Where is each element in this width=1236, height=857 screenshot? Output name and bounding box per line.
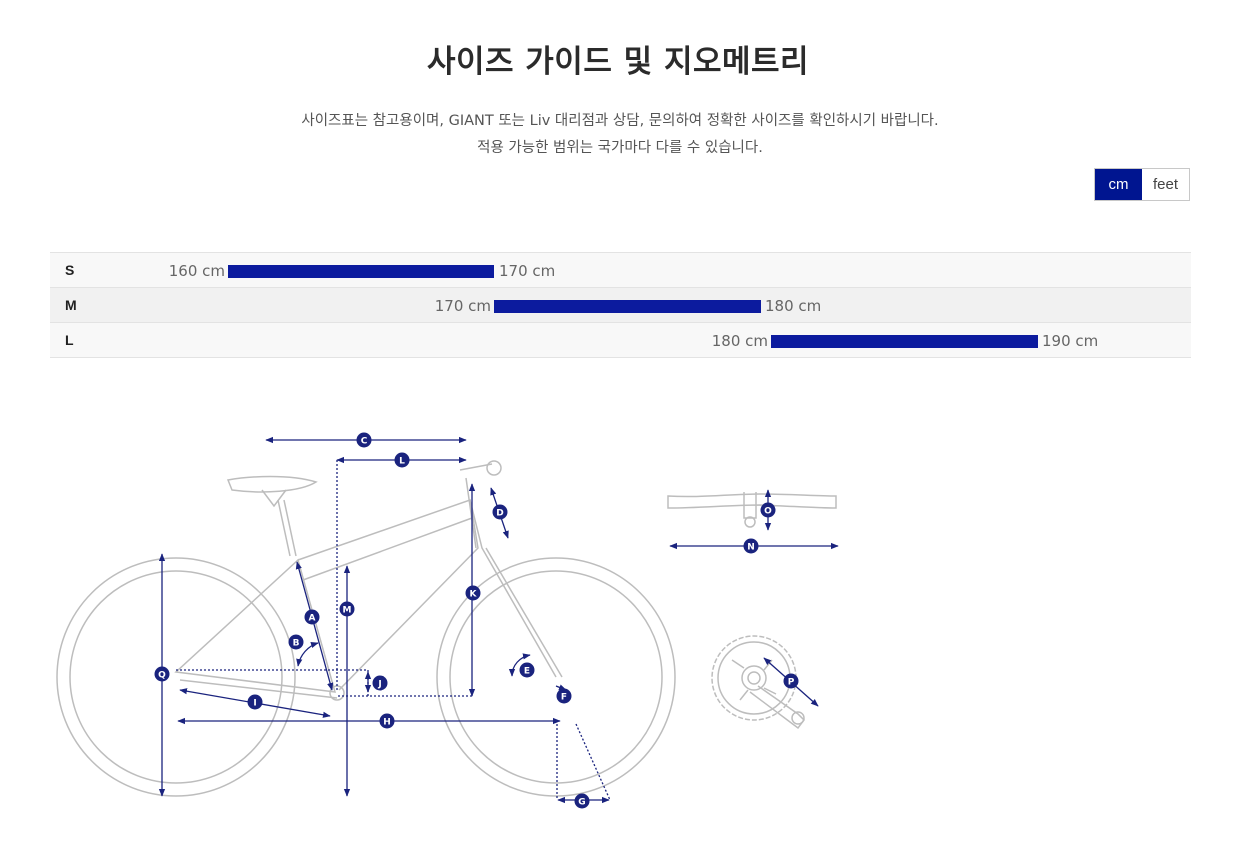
marker-p-text: P	[788, 678, 795, 688]
marker-q-text: Q	[158, 671, 166, 681]
size-label: S	[65, 262, 75, 278]
size-row-s: S 160 cm 170 cm	[50, 253, 1191, 288]
marker-m-text: M	[343, 606, 352, 616]
size-label: L	[65, 332, 74, 348]
page-description: 사이즈표는 참고용이며, GIANT 또는 Liv 대리점과 상담, 문의하여 …	[0, 108, 1236, 162]
marker-g: G	[574, 793, 590, 809]
marker-l-text: L	[399, 457, 405, 467]
range-min-label: 170 cm	[434, 297, 491, 315]
marker-j: J	[372, 675, 388, 691]
size-label: M	[65, 297, 77, 313]
marker-g-text: G	[578, 798, 585, 808]
marker-i: I	[247, 694, 263, 710]
marker-o-text: O	[764, 507, 772, 517]
marker-h: H	[379, 713, 395, 729]
marker-n-text: N	[747, 543, 755, 553]
size-range-bar	[228, 265, 494, 278]
marker-h-text: H	[383, 718, 391, 728]
marker-f: F	[556, 688, 572, 704]
marker-p: P	[783, 673, 799, 689]
page-title: 사이즈 가이드 및 지오메트리	[426, 44, 810, 80]
description-line-2: 적용 가능한 범위는 국가마다 다를 수 있습니다.	[477, 140, 763, 156]
marker-n: N	[743, 538, 759, 554]
marker-d: D	[492, 504, 508, 520]
marker-e: E	[519, 662, 535, 678]
marker-k-text: K	[470, 590, 478, 600]
marker-m: M	[339, 601, 355, 617]
description-line-1: 사이즈표는 참고용이며, GIANT 또는 Liv 대리점과 상담, 문의하여 …	[301, 113, 939, 129]
size-range-bar	[494, 300, 761, 313]
range-max-label: 190 cm	[1042, 332, 1099, 350]
marker-o: O	[760, 502, 776, 518]
marker-l: L	[394, 452, 410, 468]
marker-c-text: C	[361, 437, 368, 447]
marker-k: K	[465, 585, 481, 601]
size-range-chart: S 160 cm 170 cm M 170 cm 180 cm L 180 cm…	[50, 252, 1191, 358]
marker-a: A	[304, 609, 320, 625]
bike-illustration	[56, 460, 676, 797]
marker-a-text: A	[309, 614, 316, 624]
marker-b-text: B	[293, 639, 300, 649]
marker-j-text: J	[377, 680, 381, 690]
unit-feet-button[interactable]: feet	[1142, 169, 1189, 200]
marker-i-text: I	[253, 699, 256, 709]
range-min-label: 180 cm	[711, 332, 768, 350]
unit-toggle: cm feet	[1094, 168, 1190, 201]
handlebar-illustration	[667, 492, 837, 528]
range-max-label: 180 cm	[765, 297, 822, 315]
size-range-bar	[771, 335, 1038, 348]
crank-illustration	[711, 635, 805, 730]
marker-e-text: E	[524, 667, 530, 677]
unit-cm-button[interactable]: cm	[1095, 169, 1142, 200]
marker-f-text: F	[561, 693, 567, 703]
range-max-label: 170 cm	[499, 262, 556, 280]
geometry-markers: A B C D E F G H I J K L M N O P Q	[154, 432, 799, 809]
marker-c: C	[356, 432, 372, 448]
size-row-m: M 170 cm 180 cm	[50, 288, 1191, 323]
marker-b: B	[288, 634, 304, 650]
size-row-l: L 180 cm 190 cm	[50, 323, 1191, 358]
range-min-label: 160 cm	[168, 262, 225, 280]
marker-d-text: D	[496, 509, 503, 519]
marker-q: Q	[154, 666, 170, 682]
measurement-lines	[158, 436, 839, 804]
